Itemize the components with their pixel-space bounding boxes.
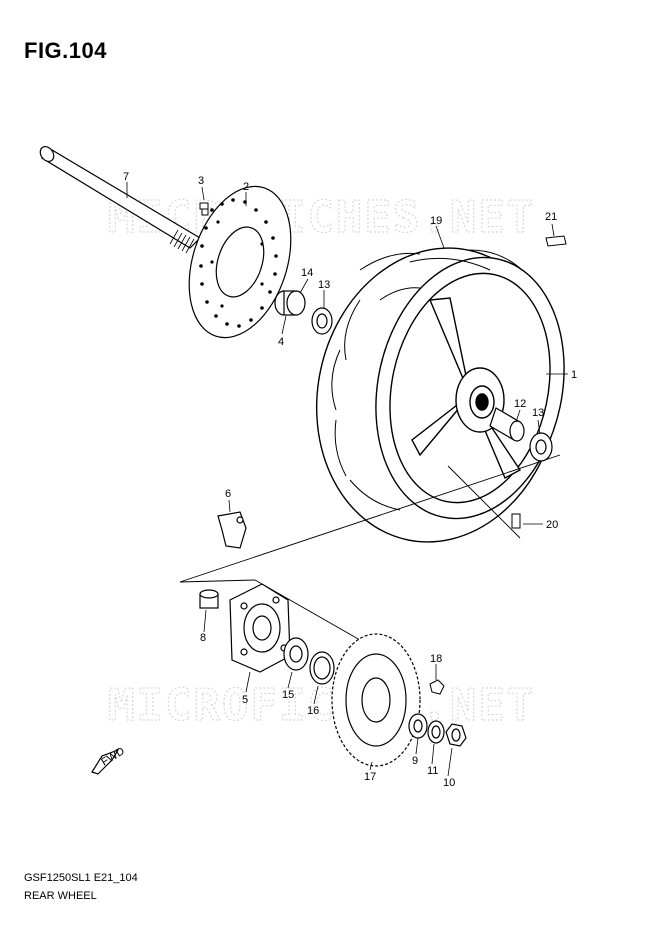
axle-nut-10-part	[445, 723, 467, 747]
spacer-part	[274, 290, 306, 316]
callout-3: 3	[198, 175, 204, 187]
callout-16: 16	[307, 705, 319, 717]
callout-2: 2	[243, 181, 249, 193]
oil-seal-part	[309, 651, 335, 685]
rear-wheel-assembly	[315, 247, 565, 543]
callout-12: 12	[514, 398, 526, 410]
callout-11: 11	[427, 765, 438, 777]
callout-13-left: 13	[318, 279, 330, 291]
callout-14: 14	[301, 267, 313, 279]
forward-arrow-icon: FWD	[91, 745, 127, 775]
callout-6: 6	[225, 488, 231, 500]
bearing-left-part	[311, 307, 333, 335]
fwd-label: FWD	[99, 745, 127, 768]
sprocket-hub-part	[229, 583, 291, 673]
bearing-right-part	[529, 432, 553, 462]
leader-lines	[126, 182, 568, 777]
callout-10: 10	[443, 777, 455, 789]
callout-1: 1	[571, 369, 577, 381]
callout-5: 5	[242, 694, 248, 706]
callout-4: 4	[278, 336, 284, 348]
callout-7: 7	[123, 171, 129, 183]
spacer-right-part	[489, 407, 525, 442]
section-name: REAR WHEEL	[24, 890, 97, 902]
callout-18: 18	[430, 653, 442, 665]
disc-bolt-part	[199, 202, 209, 216]
valve-part	[511, 513, 521, 529]
bracket-part	[217, 511, 247, 549]
hub-bearing-part	[283, 637, 309, 671]
callout-labels: 7 3 2 19 21 14 13 4 1 12 13 6 20 8 5 15 …	[123, 171, 577, 789]
balancer-weight-part	[545, 235, 567, 247]
callout-9: 9	[412, 755, 418, 767]
sprocket-nut-part	[429, 679, 445, 695]
washer-9-part	[408, 713, 428, 739]
washer-11-part	[427, 720, 445, 744]
damper-part	[199, 589, 219, 609]
model-code: GSF1250SL1 E21_104	[24, 872, 138, 884]
callout-15: 15	[282, 689, 294, 701]
callout-19: 19	[430, 215, 442, 227]
figure-title: FIG.104	[24, 38, 107, 63]
axle-part	[39, 145, 201, 254]
sprocket-part	[331, 633, 421, 767]
callout-8: 8	[200, 632, 206, 644]
callout-21: 21	[545, 211, 557, 223]
brake-disc-part	[188, 185, 292, 339]
watermark-bottom: MICROFICHES.NET	[108, 680, 535, 731]
callout-17: 17	[364, 771, 376, 783]
callout-13-right: 13	[532, 407, 544, 419]
callout-20: 20	[546, 519, 558, 531]
